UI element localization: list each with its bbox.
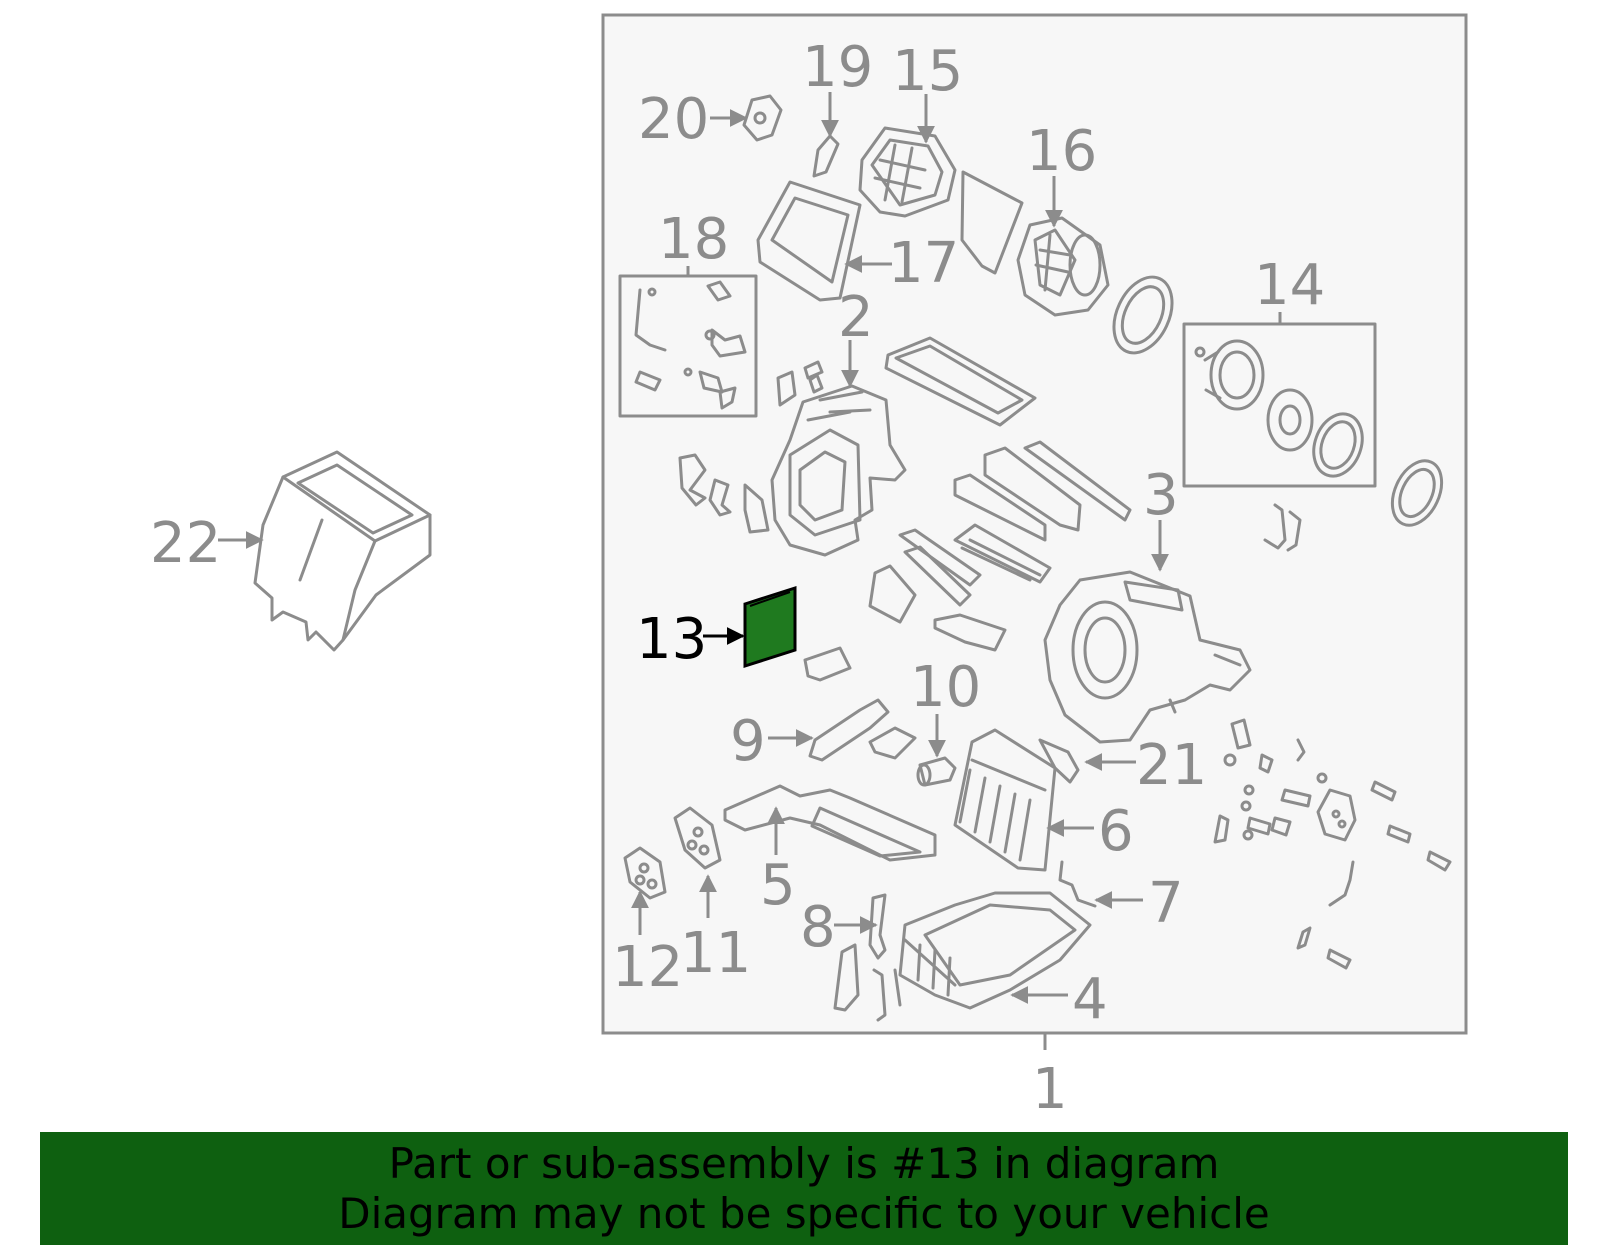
callout-2: 2 (838, 285, 874, 350)
brackets-left[interactable] (678, 453, 770, 534)
part-5-evaporator[interactable] (723, 784, 937, 862)
part-21-bracket[interactable] (1038, 738, 1080, 784)
part-16-blower-inlet[interactable] (1016, 216, 1110, 317)
callout-20: 20 (638, 87, 709, 152)
hardware-scatter[interactable] (1213, 718, 1452, 970)
cabin-duct-panel[interactable] (884, 336, 1037, 427)
callout-6: 6 (1098, 799, 1134, 864)
callout-17: 17 (888, 231, 959, 296)
callout-11: 11 (680, 921, 751, 986)
banner-line-disclaimer: Diagram may not be specific to your vehi… (338, 1188, 1270, 1238)
callout-16: 16 (1026, 119, 1097, 184)
part-22-duct-housing[interactable] (253, 450, 432, 652)
part-6-heater-core[interactable] (953, 728, 1057, 872)
callout-10: 10 (910, 655, 981, 720)
banner-line-part: Part or sub-assembly is #13 in diagram (388, 1138, 1220, 1188)
hook-clip[interactable] (1263, 503, 1302, 552)
part-4-lower-case[interactable] (898, 891, 1092, 1010)
callout-18: 18 (658, 207, 729, 272)
part-9-linkage[interactable] (808, 698, 890, 762)
callout-7: 7 (1148, 871, 1184, 936)
part-15-intake-housing[interactable] (858, 126, 957, 218)
part-11-grommet[interactable] (673, 806, 722, 870)
callout-3: 3 (1143, 463, 1179, 528)
callout-8: 8 (800, 895, 836, 960)
callout-9: 9 (730, 709, 766, 774)
part-12-grommet[interactable] (623, 846, 667, 900)
callout-19: 19 (802, 35, 873, 100)
part-13-cabin-air-filter[interactable] (743, 585, 797, 669)
part-8-clip[interactable] (833, 893, 902, 1022)
small-bracket-a[interactable] (803, 646, 852, 682)
part-2-heater-housing[interactable] (770, 360, 907, 557)
part-17-filter-frame[interactable] (756, 180, 862, 302)
callout-12: 12 (612, 935, 683, 1000)
callout-13: 13 (636, 607, 707, 672)
callout-15: 15 (892, 39, 963, 104)
notice-banner: Part or sub-assembly is #13 in diagram D… (40, 1132, 1568, 1245)
seal-ring-upper[interactable] (1103, 268, 1184, 362)
small-bracket-b[interactable] (868, 726, 917, 760)
part-3-blower-housing[interactable] (1043, 570, 1252, 744)
callout-21: 21 (1136, 733, 1207, 798)
mode-door-strips[interactable] (868, 440, 1132, 652)
part-10-sensor[interactable] (916, 756, 957, 787)
part-7-drain-hose[interactable] (1058, 860, 1097, 908)
callout-4: 4 (1072, 967, 1108, 1032)
part-19-seal-strip[interactable] (812, 134, 840, 178)
callout-14: 14 (1254, 253, 1325, 318)
damper-flap[interactable] (960, 170, 1024, 275)
callout-1: 1 (1032, 1057, 1068, 1122)
callout-22: 22 (150, 511, 221, 576)
callout-5: 5 (760, 853, 796, 918)
seal-ring-right[interactable] (1383, 453, 1452, 533)
